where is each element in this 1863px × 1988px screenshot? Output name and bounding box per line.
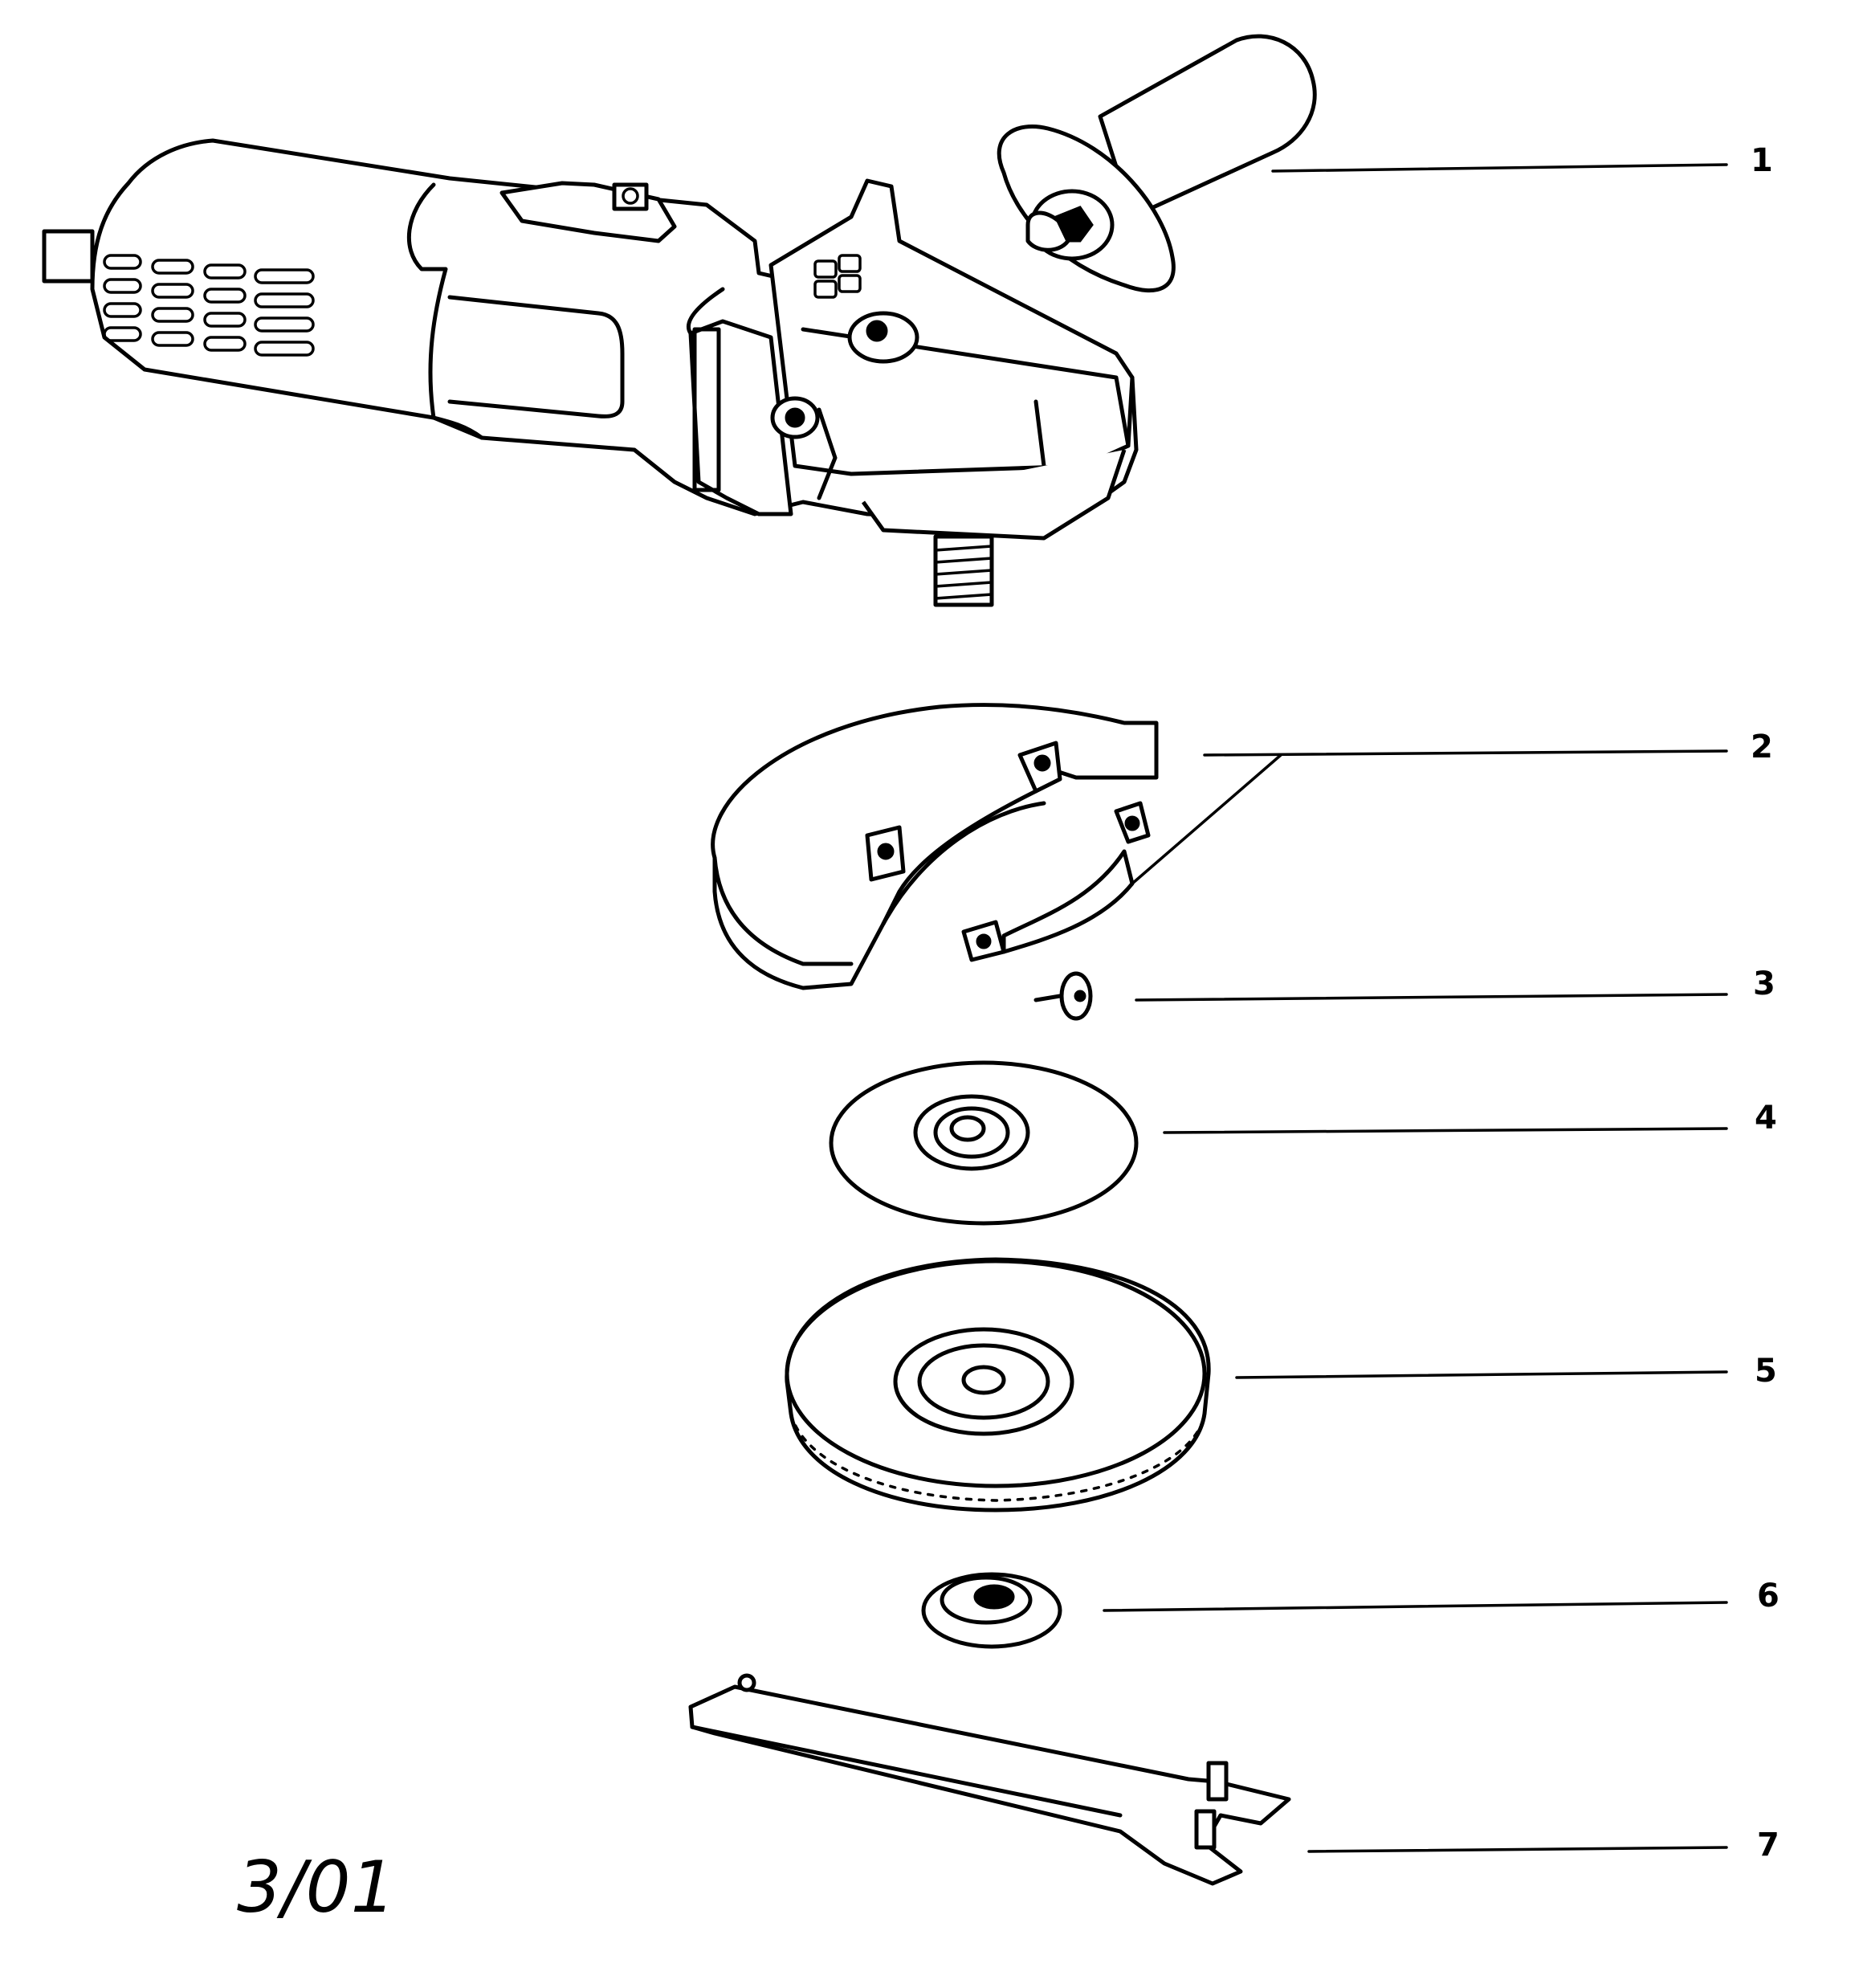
clamping-nut-icon <box>921 1572 1062 1649</box>
leader-lines <box>1103 163 1728 1853</box>
side-handle-icon <box>997 34 1317 293</box>
part-number-7: 7 <box>1757 1827 1779 1863</box>
part-number-5: 5 <box>1755 1353 1777 1390</box>
pin-spanner-icon <box>688 1673 1291 1886</box>
grinding-disc-icon <box>785 1257 1211 1512</box>
part-number-4: 4 <box>1755 1100 1777 1137</box>
part-number-2: 2 <box>1751 729 1773 765</box>
part-number-1: 1 <box>1751 142 1773 179</box>
inner-flange-icon <box>829 1060 1139 1226</box>
part-number-6: 6 <box>1757 1578 1779 1614</box>
angle-grinder-icon <box>42 138 1139 607</box>
wheel-guard-icon <box>711 703 1159 1021</box>
vent-slots <box>103 254 315 357</box>
date-code: 3/01 <box>237 1846 396 1929</box>
screw-icon <box>1033 971 1093 1021</box>
part-number-3: 3 <box>1753 965 1775 1002</box>
